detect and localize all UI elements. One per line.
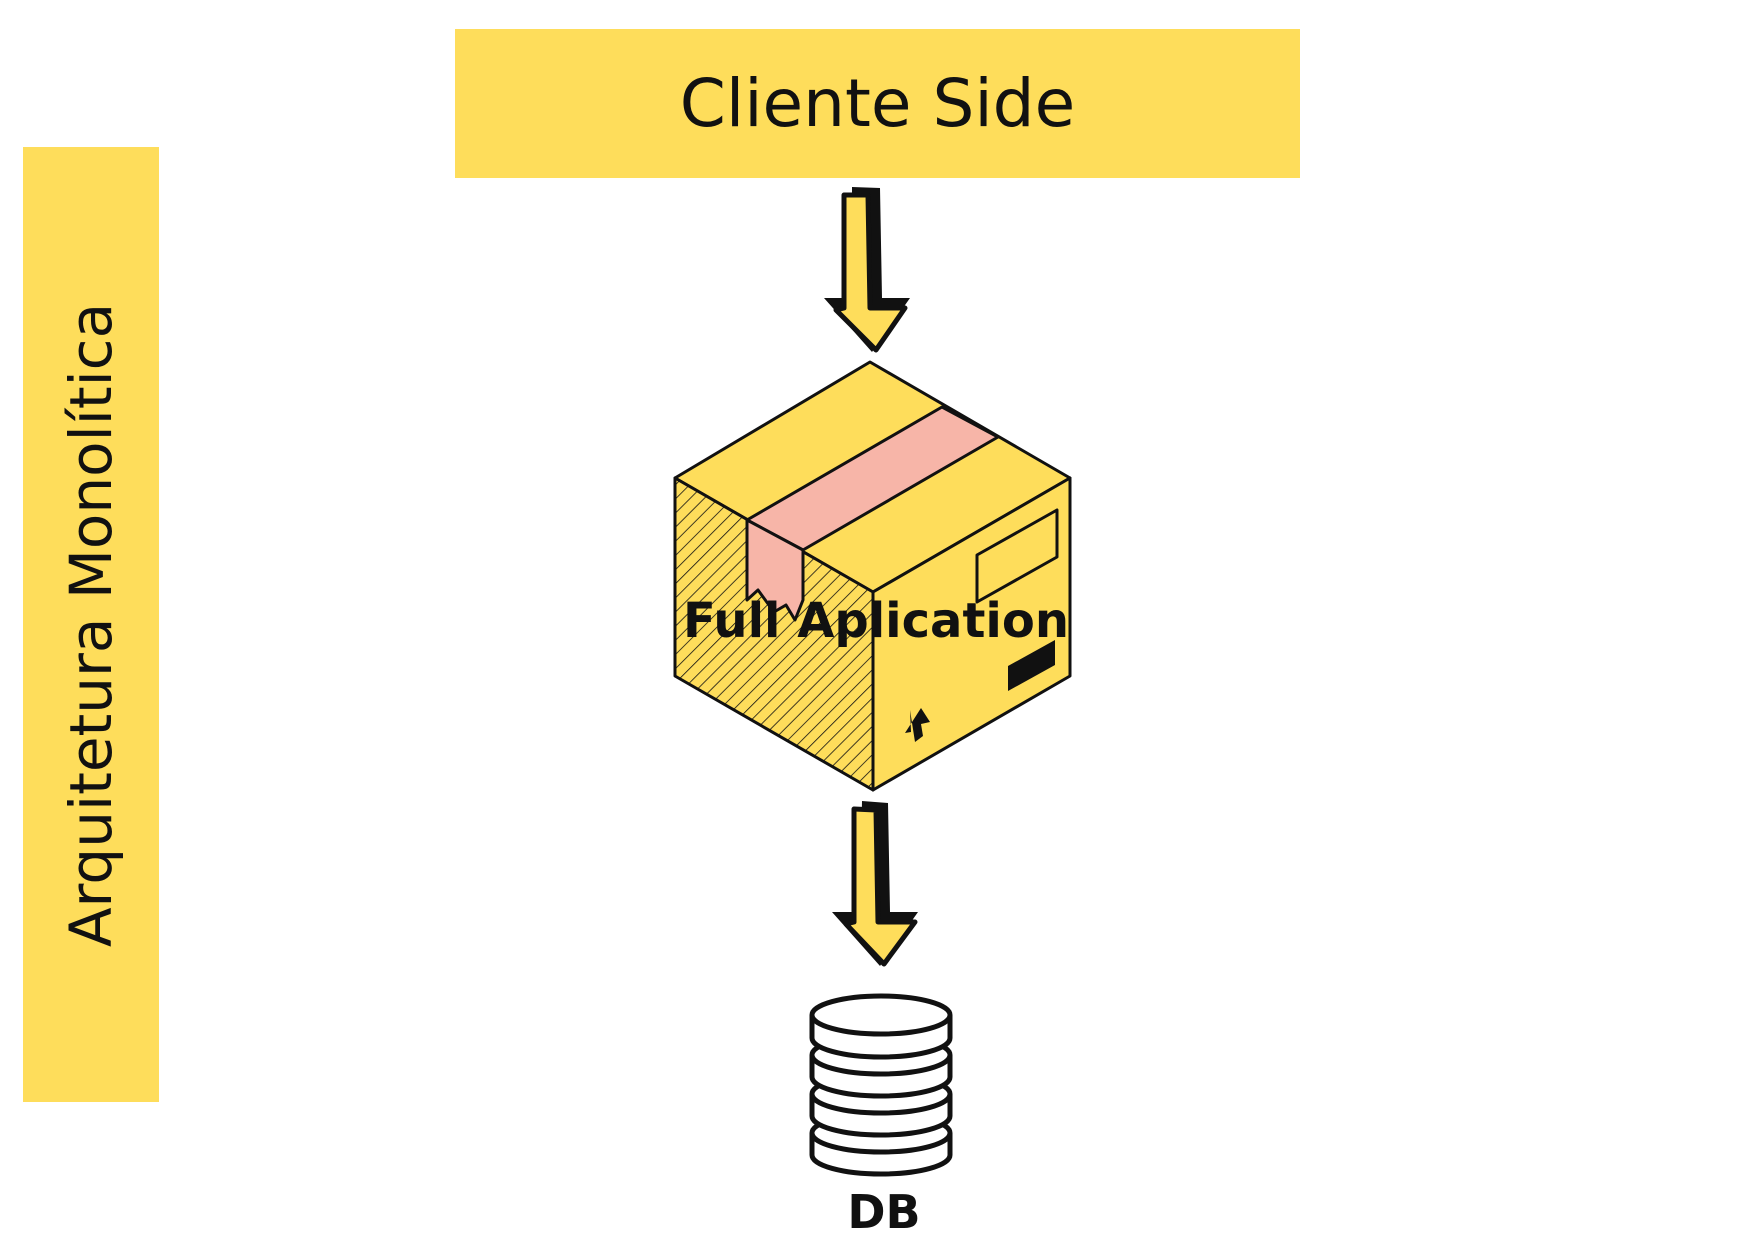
full-application-label: Full Aplication bbox=[683, 593, 1069, 649]
down-arrow-icon bbox=[832, 801, 918, 967]
client-side-banner: Cliente Side bbox=[455, 29, 1300, 178]
database-label: DB bbox=[847, 1185, 921, 1239]
down-arrow-icon bbox=[824, 187, 910, 353]
database-icon bbox=[809, 993, 953, 1177]
up-arrow-icon bbox=[905, 708, 930, 742]
client-side-label: Cliente Side bbox=[679, 65, 1076, 142]
cardboard-box-icon bbox=[673, 360, 1072, 792]
architecture-title-banner: Arquitetura Monolítica bbox=[23, 147, 159, 1102]
